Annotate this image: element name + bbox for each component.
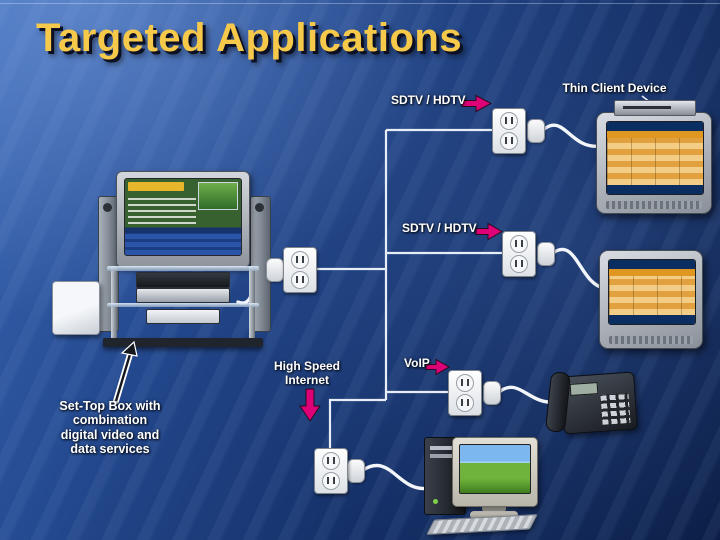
socket-icon <box>291 271 309 290</box>
label-sdtv-hdtv-top: SDTV / HDTV <box>391 93 466 107</box>
subwoofer-icon <box>52 281 100 335</box>
vcr-icon <box>146 309 220 324</box>
arrow-icon <box>461 94 493 113</box>
label-sdtv-hdtv-mid: SDTV / HDTV <box>402 221 477 235</box>
socket-icon <box>510 234 528 253</box>
monitor-neck <box>482 505 506 511</box>
phone-display <box>569 382 599 396</box>
av-receiver-icon <box>136 272 230 288</box>
tv-icon <box>599 250 703 349</box>
epg-band <box>609 269 695 276</box>
label-line: High Speed <box>273 359 340 373</box>
telephone-icon <box>560 371 638 435</box>
keyboard-icon <box>426 514 538 535</box>
power-outlet-icon <box>314 448 348 494</box>
caption-line: digital video and <box>60 427 160 442</box>
power-outlet-icon <box>448 370 482 416</box>
video-preview <box>198 182 238 210</box>
epg-grid <box>607 138 703 185</box>
power-plug-icon <box>347 459 365 483</box>
label-line: Internet <box>284 372 329 387</box>
arrow-icon <box>475 222 504 241</box>
tv-speaker-strip <box>609 336 693 344</box>
tv-speaker-strip <box>606 201 702 209</box>
epg-menu-rows <box>125 233 241 255</box>
power-plug-icon <box>483 381 501 405</box>
epg-footer <box>607 185 703 194</box>
epg-text-rows <box>128 196 196 224</box>
power-plug-icon <box>527 119 545 143</box>
socket-icon <box>322 472 340 491</box>
socket-icon <box>456 373 474 392</box>
caption-line: combination <box>72 413 148 428</box>
tv-icon <box>596 112 712 214</box>
epg-header <box>609 260 695 269</box>
phone-keypad <box>600 392 631 425</box>
socket-icon <box>500 132 518 151</box>
caption-set-top-box: Set-Top Box with combination digital vid… <box>34 399 186 457</box>
stand-shelf <box>107 303 259 307</box>
monitor-screen <box>459 444 531 494</box>
socket-icon <box>500 111 518 130</box>
stand-base <box>103 338 263 347</box>
settop-pointer-arrow <box>113 340 138 404</box>
label-voip: VoIP <box>404 356 430 370</box>
power-outlet-icon <box>502 231 536 277</box>
power-plug-icon <box>537 242 555 266</box>
stand-shelf <box>107 266 259 271</box>
socket-icon <box>510 255 528 274</box>
caption-line: Set-Top Box with <box>59 399 161 413</box>
socket-icon <box>291 250 309 269</box>
socket-icon <box>322 451 340 470</box>
tv-icon <box>116 171 250 268</box>
monitor-icon <box>452 437 538 507</box>
power-outlet-icon <box>492 108 526 154</box>
power-plug-icon <box>266 258 284 282</box>
arrow-icon <box>299 388 321 422</box>
socket-icon <box>456 394 474 413</box>
tv-screen <box>608 259 696 325</box>
label-thin-client-device: Thin Client Device <box>562 81 667 95</box>
set-top-box-icon <box>614 100 696 116</box>
epg-grid <box>609 276 695 315</box>
tv-screen <box>124 178 242 256</box>
label-high-speed-internet: High Speed Internet <box>262 359 352 388</box>
dvd-player-icon <box>136 288 230 303</box>
epg-footer <box>609 315 695 324</box>
epg-title-bar <box>128 182 184 191</box>
power-cables <box>236 123 606 491</box>
monitor-base <box>470 511 518 519</box>
power-outlet-icon <box>283 247 317 293</box>
tv-screen <box>606 121 704 195</box>
epg-band <box>607 131 703 138</box>
caption-line: data services <box>70 442 150 457</box>
slide-title: Targeted Applications <box>36 16 463 60</box>
epg-header <box>607 122 703 131</box>
